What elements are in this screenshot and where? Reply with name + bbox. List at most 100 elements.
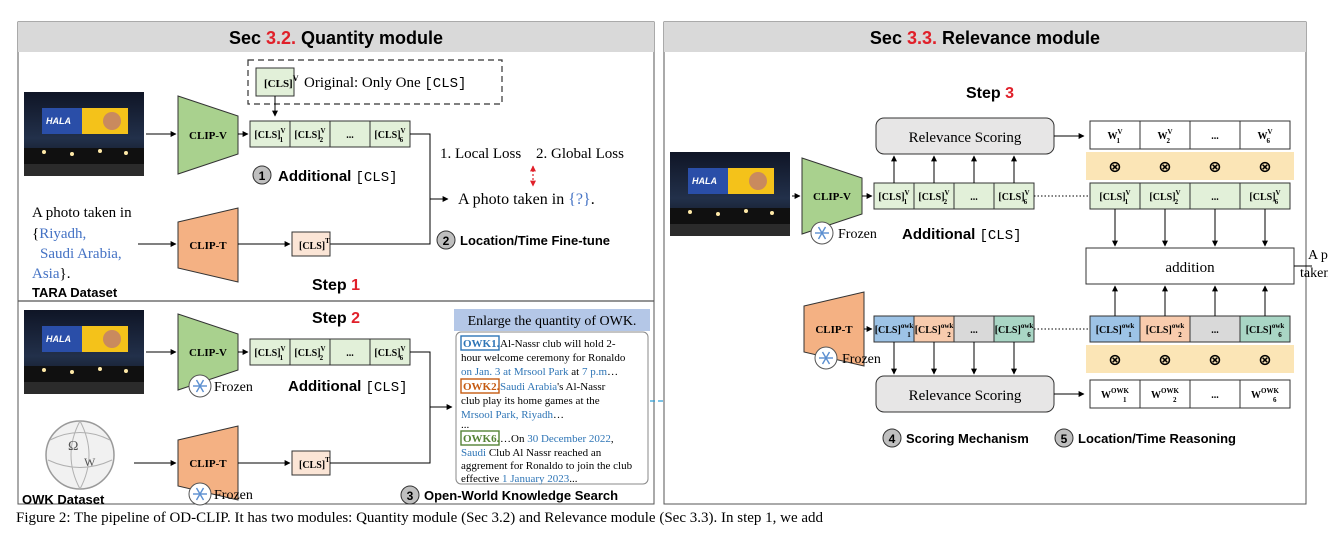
svg-text:...: ... [461,419,470,431]
svg-text:[CLS]V6: [CLS]V6 [374,127,405,144]
tara-dataset-label: TARA Dataset [32,285,118,300]
sample-photo-step2 [24,310,144,394]
global-loss-label: 2. Global Loss [536,146,624,162]
svg-text:[CLS]V2: [CLS]V2 [918,189,949,206]
w-v-weight-3: ... [1189,120,1241,150]
step-2-label: Step 2 [312,310,360,327]
svg-text:CLIP-V: CLIP-V [813,191,851,203]
svg-text:[CLS]V: [CLS]V [264,74,299,90]
svg-text:[CLS]V2: [CLS]V2 [294,127,325,144]
svg-text:[CLS]V6: [CLS]V6 [374,345,405,362]
svg-text:[CLS]T: [CLS]T [299,237,330,252]
frozen-icon [188,482,212,506]
svg-text:3: 3 [407,489,414,503]
svg-text:club play its home games at th: club play its home games at the [461,395,600,407]
svg-text:OWK2.: OWK2. [463,381,500,393]
svg-text:Location/Time Reasoning: Location/Time Reasoning [1078,431,1236,446]
clip-v-encoder-relevance: CLIP-V [801,157,863,235]
svg-text:hour welcome ceremony for Rona: hour welcome ceremony for Ronaldo [461,352,626,364]
svg-text:[CLS]V1: [CLS]V1 [254,345,285,362]
wikipedia-globe-icon: Ω W [45,420,115,490]
svg-text:OWK6.: OWK6. [463,433,500,445]
svg-text:WV2: WV2 [1157,128,1172,145]
svg-text:OWK1.: OWK1. [463,338,500,350]
frozen-icon [814,346,838,370]
frozen-label-2: Frozen [214,488,253,503]
svg-text:Saudi Arabia's Al-Nassr: Saudi Arabia's Al-Nassr [500,381,606,393]
svg-text:Relevance Scoring: Relevance Scoring [909,388,1022,404]
svg-text:[CLS]V6: [CLS]V6 [998,189,1029,206]
svg-text:...: ... [1211,390,1219,401]
svg-text:[CLS]V6: [CLS]V6 [1249,189,1280,206]
svg-text:Scoring Mechanism: Scoring Mechanism [906,431,1029,446]
svg-text:WV6: WV6 [1257,128,1272,145]
svg-text:Al-Nassr club will hold 2-: Al-Nassr club will hold 2- [500,338,616,350]
svg-text:Open-World Knowledge Search: Open-World Knowledge Search [424,488,618,503]
clip-t-encoder: CLIP-T [177,207,239,283]
svg-text:...: ... [1211,325,1219,336]
svg-text:Ω: Ω [68,439,78,454]
svg-text:{Riyadh,: {Riyadh, [32,226,86,242]
otimes-symbol: ⊗ [1258,157,1271,176]
location-time-reasoning-label: 5 Location/Time Reasoning [1054,428,1236,448]
otimes-row-top: ⊗⊗⊗⊗ [1108,157,1271,176]
photo-prompt: A photo taken in {?}. [458,191,595,208]
clip-t-encoder-relevance: CLIP-T [803,291,865,367]
svg-text:[CLS]V1: [CLS]V1 [254,127,285,144]
svg-text:aggrement for Ronaldo to join: aggrement for Ronaldo to join the club [461,460,633,472]
frozen-label-v: Frozen [838,227,877,242]
svg-text:...: ... [1211,131,1219,142]
figure-caption: Figure 2: The pipeline of OD-CLIP. It ha… [16,510,824,526]
svg-text:CLIP-V: CLIP-V [189,347,227,359]
frozen-label: Frozen [214,380,253,395]
svg-text:CLIP-T: CLIP-T [189,458,227,470]
owk-knowledge-box: Enlarge the quantity of OWK. OWK1. Al-Na… [454,309,650,485]
weight-multiply-band-bottom [1086,345,1294,373]
svg-text:addition: addition [1165,260,1215,276]
enlarge-owk-title: Enlarge the quantity of OWK. [468,314,637,329]
svg-text:4: 4 [889,432,896,446]
w-owk-weight-3: ... [1189,379,1241,409]
cls-owk-token-weighted-3: ... [1189,315,1241,343]
output-prompt-line2: taken in {?}. [1300,266,1328,281]
clip-v-encoder: CLIP-V [177,95,239,175]
svg-text:Location/Time Fine-tune: Location/Time Fine-tune [460,233,610,248]
scoring-mechanism-label: 4 Scoring Mechanism [882,428,1029,448]
svg-text:1: 1 [259,169,266,183]
location-time-fine-tune-label: 2 Location/Time Fine-tune [436,230,610,250]
frozen-icon [810,221,834,245]
additional-cls-label-relevance: Additional [CLS] [902,226,1022,244]
otimes-symbol: ⊗ [1158,157,1171,176]
step-3-label: Step 3 [966,85,1014,102]
addition-box: addition [1085,247,1295,285]
svg-text:CLIP-T: CLIP-T [815,324,853,336]
svg-text:...: ... [346,130,354,141]
clip-v-encoder-frozen: CLIP-V [177,313,239,391]
cls-t-token-step2: [CLS]T [291,450,331,476]
svg-text:WV1: WV1 [1107,128,1122,145]
otimes-symbol: ⊗ [1108,350,1121,369]
svg-text:Saudi Arabia,: Saudi Arabia, [40,246,122,262]
open-world-knowledge-search-label: 3 Open-World Knowledge Search [400,485,618,505]
